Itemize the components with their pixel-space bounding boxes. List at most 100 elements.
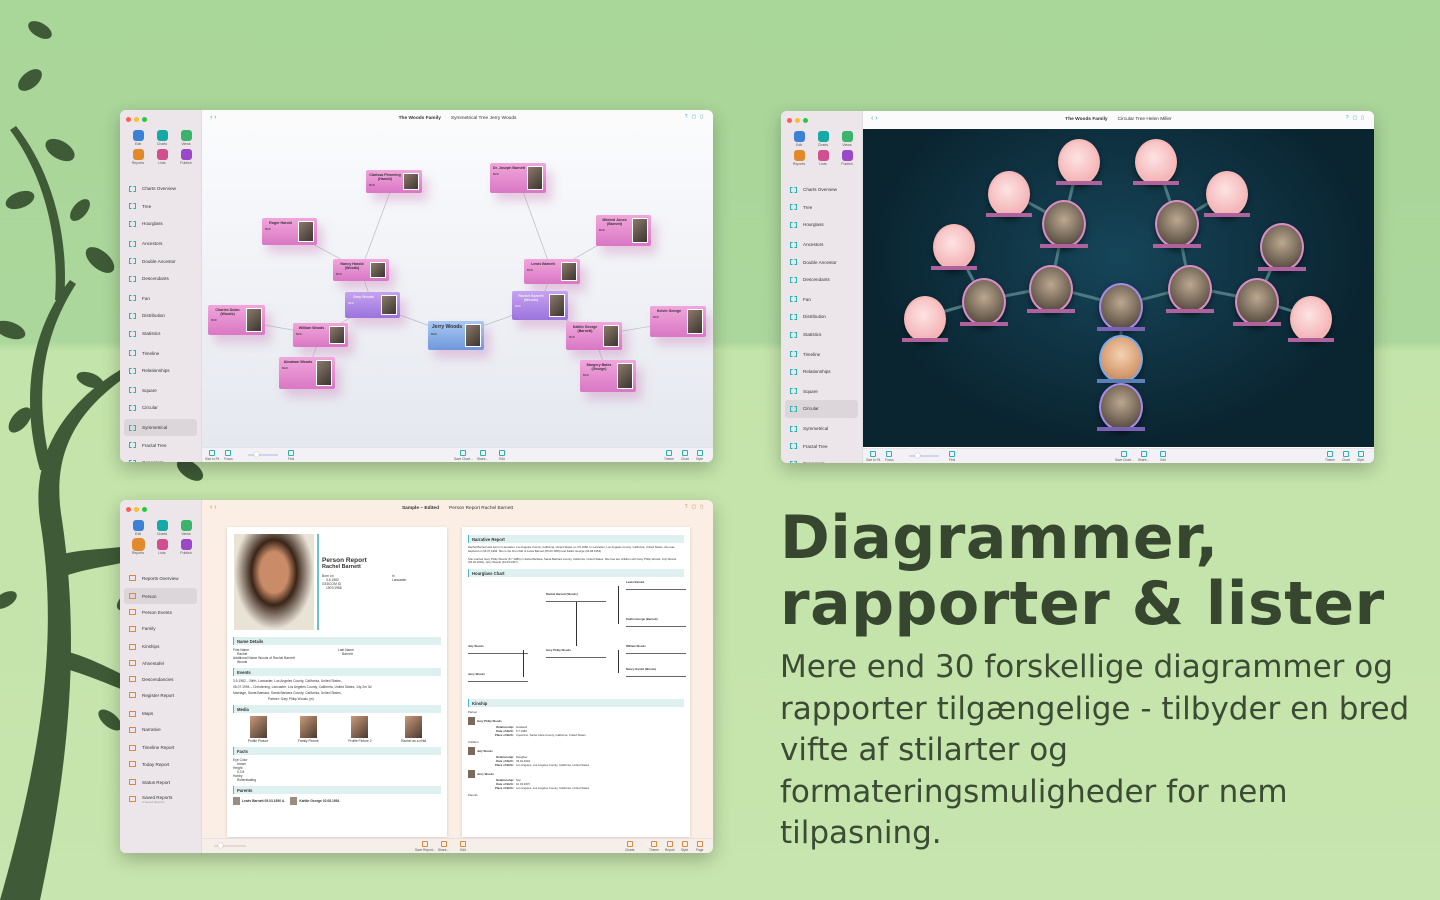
person-photo-node[interactable] [1258, 223, 1306, 271]
toolbar-edit-button[interactable]: Edit [787, 131, 811, 147]
sidebar-item-charts-overview[interactable]: Charts Overview [124, 180, 197, 198]
person-photo-node[interactable] [1097, 283, 1145, 331]
chart-button[interactable]: Chart [681, 450, 689, 461]
toolbar-views-button[interactable]: Views [174, 520, 198, 536]
window-controls[interactable] [787, 118, 808, 123]
unknown-person-node[interactable] [931, 224, 977, 270]
back-forward-icon[interactable]: ‹ › [210, 114, 217, 121]
parent-link[interactable]: Lewis Barnett 05.03.1950 & [233, 797, 284, 805]
toolbar-charts-button[interactable]: Charts [150, 130, 174, 146]
help-icon[interactable]: ?▢▯ [684, 504, 707, 510]
person-photo-node[interactable] [1097, 335, 1145, 383]
media-item[interactable]: Rachel as a child [401, 716, 426, 743]
toolbar-publish-button[interactable]: Publish [174, 539, 198, 555]
sidebar-item-circular[interactable]: Circular [124, 399, 197, 417]
focus-button[interactable]: Focus [224, 450, 233, 461]
window-controls[interactable] [126, 117, 147, 122]
person-photo-node[interactable] [1027, 265, 1075, 313]
toolbar-charts-button[interactable]: Charts [150, 520, 174, 536]
sidebar-item-double-ancestor[interactable]: Double Ancestor [785, 253, 858, 271]
person-photo-node[interactable] [1153, 200, 1201, 248]
toolbar-lists-button[interactable]: Lists [150, 539, 174, 555]
person-node[interactable]: Nancy Harold (Woods)Birth [333, 259, 389, 281]
edit-button[interactable]: Edit [460, 841, 466, 852]
circular-tree-chart[interactable] [863, 129, 1374, 447]
toolbar-views-button[interactable]: Views [174, 130, 198, 146]
sidebar-item-symmetrical[interactable]: Symmetrical [785, 420, 858, 438]
sidebar-item-square[interactable]: Square [124, 382, 197, 400]
sidebar-item-fan[interactable]: Fan [785, 291, 858, 309]
sidebar-item-person[interactable]: Person [124, 588, 197, 605]
sidebar-item-genogram[interactable]: Genogram [785, 455, 858, 463]
edit-button[interactable]: Edit [499, 450, 505, 461]
sidebar-item-fractal-tree[interactable]: Fractal Tree [785, 437, 858, 455]
style-button[interactable]: Style [696, 450, 703, 461]
toolbar-reports-button[interactable]: Reports [787, 150, 811, 166]
size-to-fit-button[interactable]: Size to Fit [866, 451, 880, 462]
unknown-person-node[interactable] [1133, 139, 1179, 185]
person-node[interactable]: Clarissa Pinnering (Harold)Birth [366, 170, 422, 193]
sidebar-item-relationships[interactable]: Relationships [124, 362, 197, 380]
help-icon[interactable]: ?▢▯ [684, 114, 707, 120]
sidebar-item-kinships[interactable]: Kinships [124, 639, 197, 655]
parent-link[interactable]: Kaitlin George 02.08.1954 [290, 797, 339, 805]
sidebar-item-statistics[interactable]: Statistics [124, 325, 197, 343]
unknown-person-node[interactable] [902, 296, 948, 342]
toolbar-reports-button[interactable]: Reports [126, 538, 150, 555]
sidebar-item-fan[interactable]: Fan [124, 290, 197, 308]
toolbar-edit-button[interactable]: Edit [126, 130, 150, 146]
zoom-slider[interactable] [909, 453, 939, 458]
sidebar-item-ahnentafel[interactable]: Ahnentafel [124, 655, 197, 671]
share-button[interactable]: Share... [477, 450, 488, 461]
sidebar-item-symmetrical[interactable]: Symmetrical [124, 418, 197, 437]
toolbar-lists-button[interactable]: Lists [811, 150, 835, 166]
sidebar-item-register-report[interactable]: Register Report [124, 687, 197, 703]
sidebar-item-maps[interactable]: Maps [124, 706, 197, 722]
zoom-slider-thumb[interactable] [254, 452, 259, 457]
sidebar-item-status-report[interactable]: Status Report [124, 774, 197, 790]
sidebar-item-ancestors[interactable]: Ancestors [124, 235, 197, 253]
theme-button[interactable]: Theme [649, 841, 659, 852]
sidebar-item-narrative[interactable]: Narrative [124, 722, 197, 738]
sidebar-item-circular[interactable]: Circular [785, 400, 858, 418]
unknown-person-node[interactable] [1204, 171, 1250, 217]
sidebar-item-descendancies[interactable]: Descendancies [124, 671, 197, 687]
person-node[interactable]: Mildred Jones (Barnett)Birth [596, 215, 651, 246]
theme-button[interactable]: Theme [1325, 451, 1335, 462]
person-photo-node[interactable] [1040, 200, 1088, 248]
style-button[interactable]: Style [681, 841, 688, 852]
media-item[interactable]: Family Picture [298, 716, 319, 743]
sidebar-item-fractal-tree[interactable]: Fractal Tree [124, 436, 197, 454]
report-button[interactable]: Report [665, 841, 675, 852]
sidebar-item-square[interactable]: Square [785, 383, 858, 401]
sidebar-item-timeline[interactable]: Timeline [124, 344, 197, 362]
toolbar-reports-button[interactable]: Reports [126, 149, 150, 165]
zoom-slider-thumb[interactable] [218, 843, 223, 848]
share-button[interactable]: Share... [1138, 451, 1149, 462]
sidebar-item-timeline-report[interactable]: Timeline Report [124, 740, 197, 756]
save-chart-button[interactable]: Save Chart... [454, 450, 473, 461]
toolbar-publish-button[interactable]: Publish [174, 149, 198, 165]
sidebar-item-tree[interactable]: Tree [124, 198, 197, 216]
unknown-person-node[interactable] [986, 171, 1032, 217]
person-node[interactable]: Charles Dolan (Woods)Birth [208, 305, 265, 335]
person-photo-node[interactable] [1097, 383, 1145, 431]
person-photo-node[interactable] [1166, 265, 1214, 313]
sidebar-item-relationships[interactable]: Relationships [785, 363, 858, 381]
sidebar-item-statistics[interactable]: Statistics [785, 326, 858, 344]
sidebar-item-distribution[interactable]: Distribution [124, 307, 197, 325]
page-button[interactable]: Page [696, 841, 703, 852]
media-item[interactable]: Profile Picture [248, 716, 268, 743]
zoom-slider-thumb[interactable] [915, 453, 920, 458]
unknown-person-node[interactable] [1056, 139, 1102, 185]
sidebar-item-tree[interactable]: Tree [785, 199, 858, 217]
